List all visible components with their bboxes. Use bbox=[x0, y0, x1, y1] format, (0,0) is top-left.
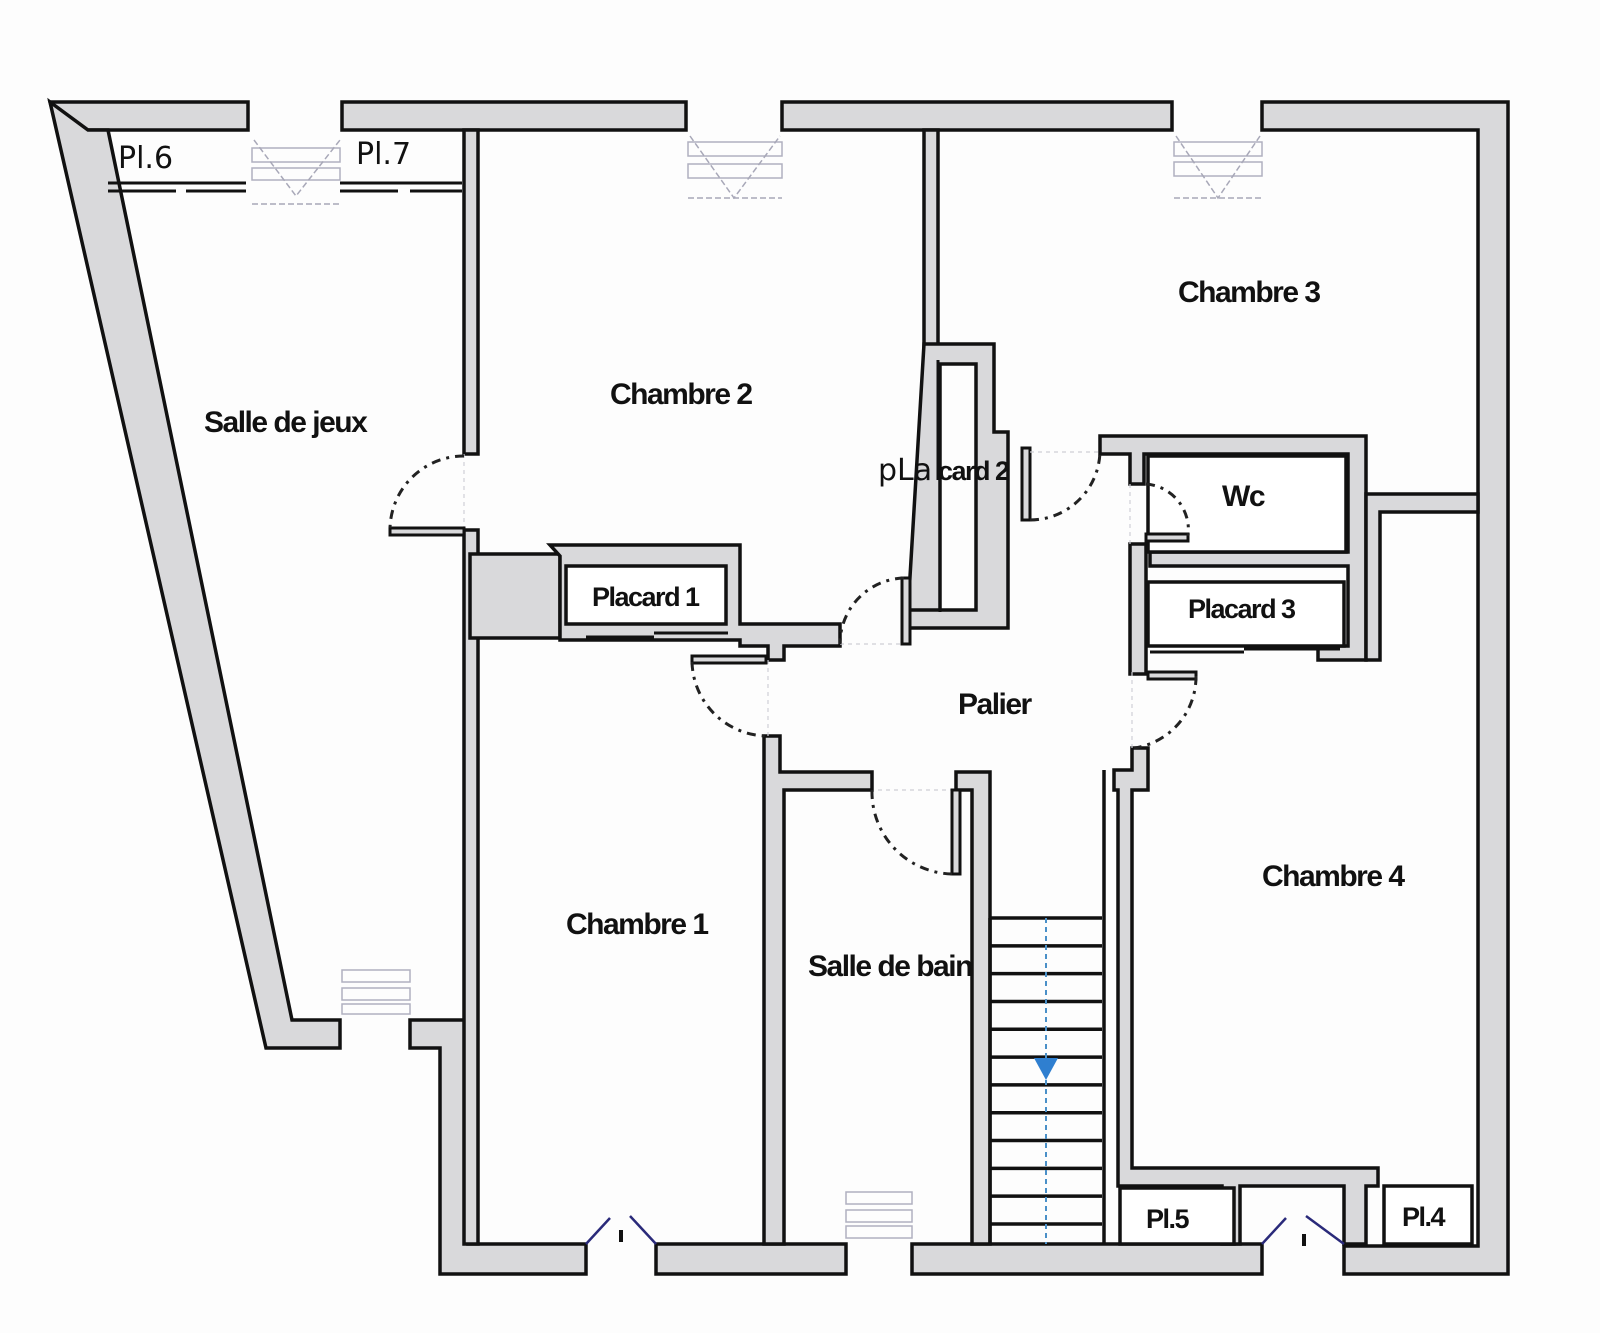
wall-top-mid-2 bbox=[780, 100, 1174, 132]
label-chambre-4: Chambre 4 bbox=[1262, 860, 1405, 893]
door-swing-salle-de-jeux bbox=[388, 454, 465, 531]
wall-top-right bbox=[1260, 100, 1510, 1276]
wall-palier-chambre4 bbox=[1112, 746, 1380, 1246]
wall-bottom-left bbox=[408, 1018, 588, 1276]
placard1-doors bbox=[586, 631, 728, 639]
pl5-box bbox=[1118, 1186, 1236, 1246]
outer-walls bbox=[47, 97, 1510, 1276]
label-pl4: Pl.4 bbox=[1402, 1202, 1446, 1232]
door-swing-chambre-4 bbox=[1133, 675, 1198, 750]
doors bbox=[388, 449, 1198, 876]
label-chambre-2: Chambre 2 bbox=[610, 378, 752, 411]
door-swing-salle-de-bain bbox=[870, 789, 953, 876]
wall-top-mid-1 bbox=[340, 100, 688, 132]
label-wc: Wc bbox=[1222, 480, 1265, 513]
door-swing-chambre-3 bbox=[1029, 449, 1102, 522]
door-leaf-palier-chambre3 bbox=[1020, 446, 1032, 522]
pl4-box bbox=[1382, 1184, 1474, 1246]
interior-walls bbox=[462, 128, 1480, 1246]
wall-chambre3-chambre4 bbox=[1364, 492, 1480, 662]
door-leaf-wc bbox=[1144, 532, 1190, 543]
label-pl7: Pl.7 bbox=[356, 137, 411, 172]
wall-bottom-mid-1 bbox=[654, 1242, 848, 1276]
placard2-doors bbox=[936, 360, 942, 612]
window-salle-de-bain bbox=[845, 1191, 913, 1239]
wall-slanted-left bbox=[47, 97, 342, 1050]
wall-bottom-mid-2 bbox=[910, 1242, 1264, 1276]
entry-symbol-chambre-4 bbox=[1261, 1214, 1345, 1246]
window-chambre3 bbox=[1173, 135, 1263, 200]
placard3-doors bbox=[1150, 647, 1340, 654]
stair-down-arrow-icon bbox=[1034, 1058, 1058, 1080]
label-salle-de-bain: Salle de bain bbox=[808, 950, 972, 983]
label-placard-2: card 2 bbox=[938, 456, 1009, 486]
label-placard-3: Placard 3 bbox=[1188, 594, 1296, 624]
door-leaf-chambre-2 bbox=[900, 576, 912, 646]
staircase bbox=[990, 916, 1102, 1244]
placard3-box bbox=[1146, 580, 1346, 648]
entry-symbol-chambre-1 bbox=[585, 1215, 657, 1245]
closet-pl6-pl7-front bbox=[108, 181, 462, 193]
wall-wc-left bbox=[1128, 542, 1148, 676]
label-chambre-1: Chambre 1 bbox=[566, 908, 708, 941]
door-leaf-chambre-4 bbox=[1146, 670, 1198, 681]
window-pl6-pl7 bbox=[251, 139, 341, 205]
duct-square bbox=[468, 552, 562, 640]
door-swing-chambre-1 bbox=[690, 661, 769, 738]
wall-chambre1-bain bbox=[762, 734, 874, 1246]
label-pl6: Pl.6 bbox=[118, 141, 173, 176]
door-leaf-salle-de-bain bbox=[950, 788, 962, 876]
placard1-box bbox=[564, 564, 728, 626]
window-salle-de-jeux bbox=[341, 969, 411, 1015]
label-palier: Palier bbox=[958, 688, 1033, 721]
label-placard-1: Placard 1 bbox=[592, 582, 700, 612]
label-placard-2-handwritten: pLa bbox=[878, 453, 932, 488]
opening-lines bbox=[463, 451, 1133, 791]
wall-jeux-chambre1 bbox=[462, 528, 480, 1246]
label-chambre-3: Chambre 3 bbox=[1178, 276, 1320, 309]
wall-chambre2-chambre3 bbox=[922, 128, 940, 354]
door-leaf-chambre-1 bbox=[690, 654, 768, 665]
label-salle-de-jeux: Salle de jeux bbox=[204, 406, 368, 439]
door-swing-wc bbox=[1145, 482, 1190, 537]
door-leaf-salle-de-jeux bbox=[388, 526, 466, 537]
window-chambre2 bbox=[687, 135, 783, 200]
door-swing-chambre-2 bbox=[838, 576, 905, 645]
label-pl5: Pl.5 bbox=[1146, 1204, 1190, 1234]
wall-jeux-chambre2 bbox=[462, 128, 480, 456]
room-labels: Salle de jeux Chambre 2 Chambre 3 Chambr… bbox=[118, 137, 1447, 1234]
